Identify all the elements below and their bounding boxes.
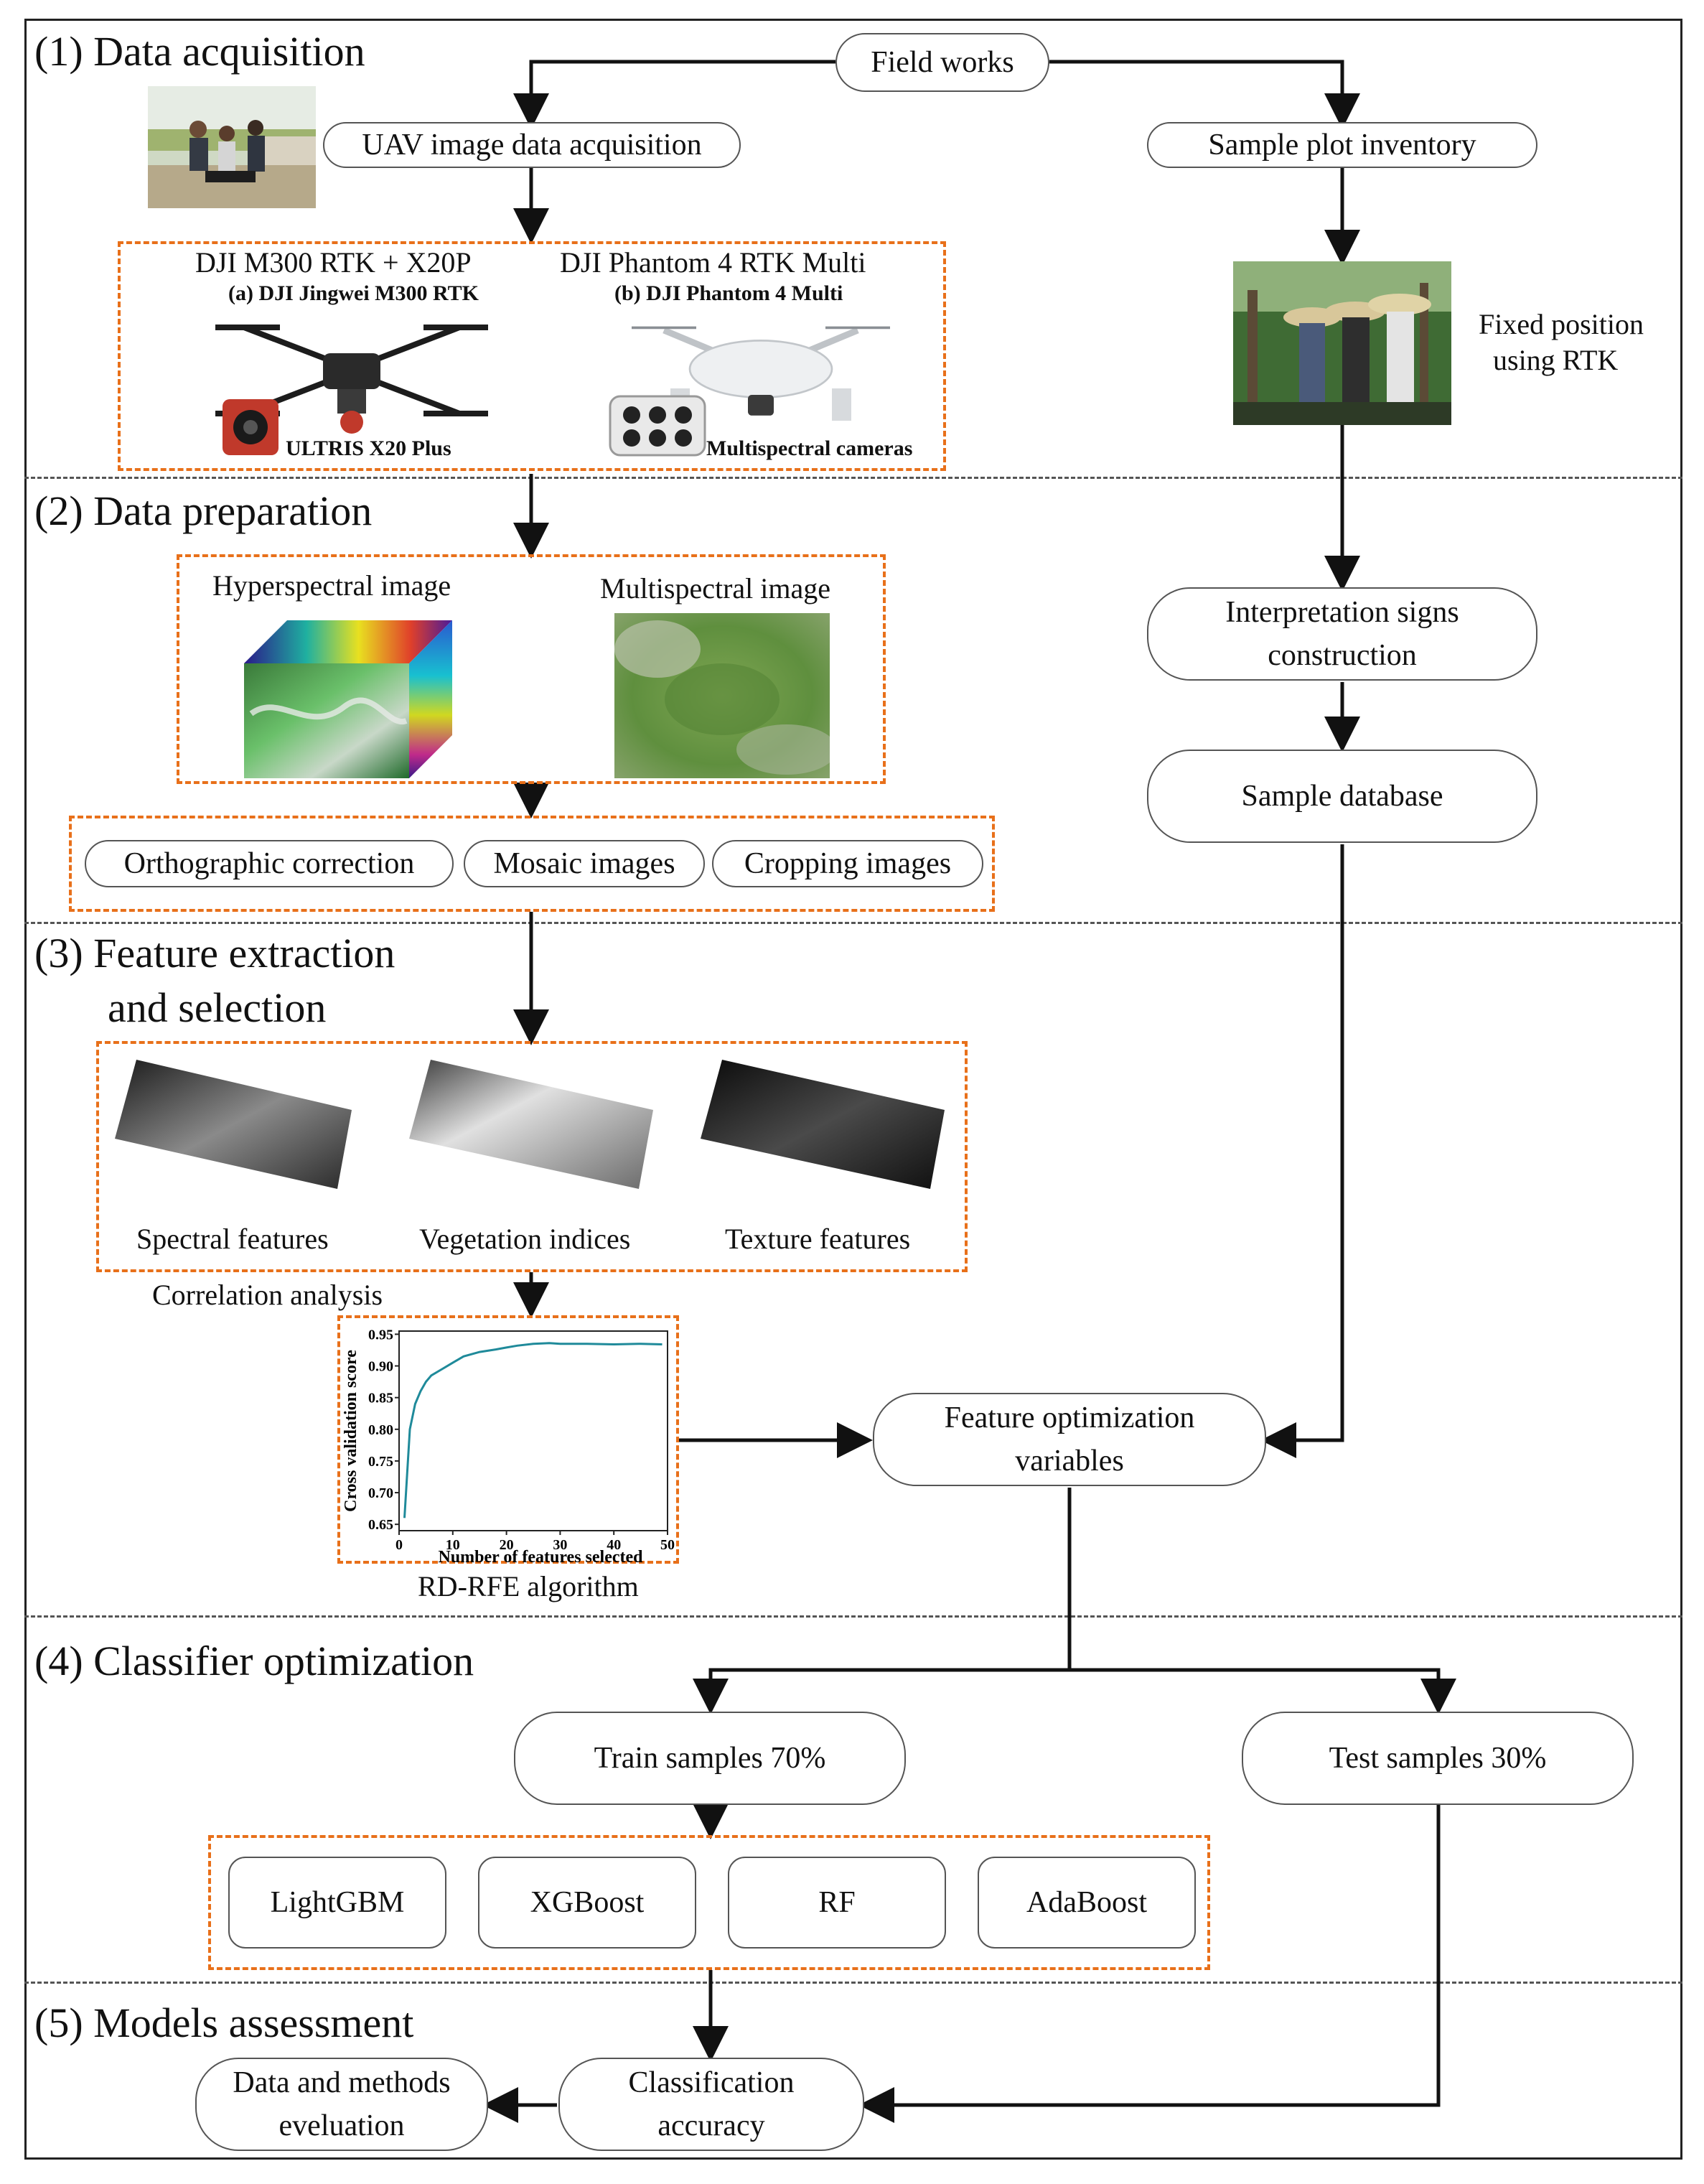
x-tick-label-5: 50 <box>660 1537 675 1553</box>
vegetation-indices-image <box>409 1060 653 1189</box>
x-tick-label-1: 10 <box>446 1537 460 1553</box>
outer-frame <box>24 19 1682 2160</box>
dji-m300-label: DJI M300 RTK + X20P <box>195 246 472 279</box>
separator-4 <box>24 1982 1682 1984</box>
separator-3 <box>24 1615 1682 1618</box>
preprocessing-box <box>69 816 995 912</box>
y-tick-label-6: 0.95 <box>368 1327 393 1343</box>
interpretation-signs-node: Interpretation signs construction <box>1147 587 1537 681</box>
data-methods-evaluation-node: Data and methods eveluation <box>195 2058 488 2151</box>
section-title-data-preparation: (2) Data preparation <box>34 487 373 534</box>
correlation-analysis-label: Correlation analysis <box>152 1279 383 1311</box>
rd-rfe-label: RD-RFE algorithm <box>418 1570 639 1602</box>
dji-m300-sublabel: (a) DJI Jingwei M300 RTK <box>228 281 479 305</box>
spectral-features-image <box>115 1060 352 1189</box>
feature-optimization-node: Feature optimization variables <box>873 1393 1266 1486</box>
mosaic-images-node: Mosaic images <box>464 840 705 887</box>
separator-1 <box>24 477 1682 479</box>
y-axis-label: Cross validation score <box>342 1350 360 1512</box>
train-samples-node: Train samples 70% <box>514 1712 906 1805</box>
dji-p4-sublabel: (b) DJI Phantom 4 Multi <box>614 281 843 305</box>
texture-features-label: Texture features <box>725 1223 911 1255</box>
feature-optimization-line-2: variables <box>1015 1445 1124 1478</box>
rf-node: RF <box>728 1857 946 1949</box>
section-title-models-assessment: (5) Models assessment <box>34 1999 414 2046</box>
fixed-position-label-1: Fixed position <box>1479 308 1644 340</box>
rfe-chart-box <box>337 1315 679 1564</box>
field-crew-photo <box>148 86 316 208</box>
ultris-label: ULTRIS X20 Plus <box>286 437 451 460</box>
x-tick-label-2: 20 <box>500 1537 514 1553</box>
x-tick-label-0: 0 <box>395 1537 403 1553</box>
drone-box <box>118 241 946 471</box>
field-photo <box>1233 261 1451 425</box>
hyperspectral-cube-image <box>244 620 452 778</box>
x-tick-label-3: 30 <box>553 1537 567 1553</box>
y-tick-label-2: 0.75 <box>368 1454 393 1470</box>
y-tick-label-3: 0.80 <box>368 1422 393 1438</box>
chart-plot-area <box>398 1330 668 1531</box>
fixed-position-label-2: using RTK <box>1493 344 1619 376</box>
classification-accuracy-line-2: accuracy <box>657 2109 765 2142</box>
data-methods-evaluation-line-1: Data and methods <box>233 2066 451 2099</box>
y-tick-label-0: 0.65 <box>368 1517 393 1533</box>
classification-accuracy-node: Classification accuracy <box>558 2058 864 2151</box>
y-tick-label-4: 0.85 <box>368 1391 393 1406</box>
rfe-chart: 0.65 0.70 0.75 0.80 0.85 0.90 0.95 0 10 20 30 40 50N… <box>342 1327 675 1564</box>
section-title-and-selection: and selection <box>108 984 327 1031</box>
interpretation-signs-line-2: construction <box>1268 639 1417 672</box>
feature-optimization-line-1: Feature optimization <box>944 1401 1195 1434</box>
orthographic-correction-node: Orthographic correction <box>85 840 454 887</box>
multispectral-cameras-label: Multispectral cameras <box>706 437 913 460</box>
test-samples-node: Test samples 30% <box>1242 1712 1634 1805</box>
section-title-feature-extraction: (3) Feature extraction <box>34 930 395 976</box>
x-axis-label: Number of features selected <box>438 1548 643 1564</box>
section-title-data-acquisition: (1) Data acquisition <box>34 28 365 75</box>
section-title-classifier-optimization: (4) Classifier optimization <box>34 1638 474 1684</box>
spectral-features-label: Spectral features <box>136 1223 329 1255</box>
ultris-camera-icon <box>223 399 278 455</box>
x-tick-label-4: 40 <box>607 1537 621 1553</box>
multispectral-label: Multispectral image <box>600 572 831 605</box>
classifiers-box <box>208 1835 1210 1970</box>
xgboost-node: XGBoost <box>478 1857 696 1949</box>
separator-2 <box>24 922 1682 924</box>
y-tick-label-1: 0.70 <box>368 1485 393 1501</box>
imagery-box <box>177 554 886 784</box>
adaboost-node: AdaBoost <box>978 1857 1196 1949</box>
multispectral-image <box>614 613 830 778</box>
uav-acquisition-node: UAV image data acquisition <box>323 122 741 168</box>
sample-plot-node: Sample plot inventory <box>1147 122 1537 168</box>
data-methods-evaluation-line-2: eveluation <box>278 2109 405 2142</box>
cv-score-line <box>403 1342 663 1518</box>
phantom-drone-icon <box>632 326 890 421</box>
y-tick-label-5: 0.90 <box>368 1359 393 1375</box>
hyperspectral-label: Hyperspectral image <box>212 569 451 602</box>
field-works-node: Field works <box>835 33 1049 92</box>
vegetation-indices-label: Vegetation indices <box>419 1223 631 1255</box>
dji-p4-label: DJI Phantom 4 RTK Multi <box>560 246 866 279</box>
sample-database-node: Sample database <box>1147 750 1537 843</box>
texture-features-image <box>701 1060 945 1189</box>
lightgbm-node: LightGBM <box>228 1857 446 1949</box>
classification-accuracy-line-1: Classification <box>628 2066 795 2099</box>
multispectral-camera-icon <box>609 395 706 457</box>
cropping-images-node: Cropping images <box>712 840 983 887</box>
interpretation-signs-line-1: Interpretation signs <box>1225 596 1459 629</box>
features-box <box>96 1041 968 1272</box>
